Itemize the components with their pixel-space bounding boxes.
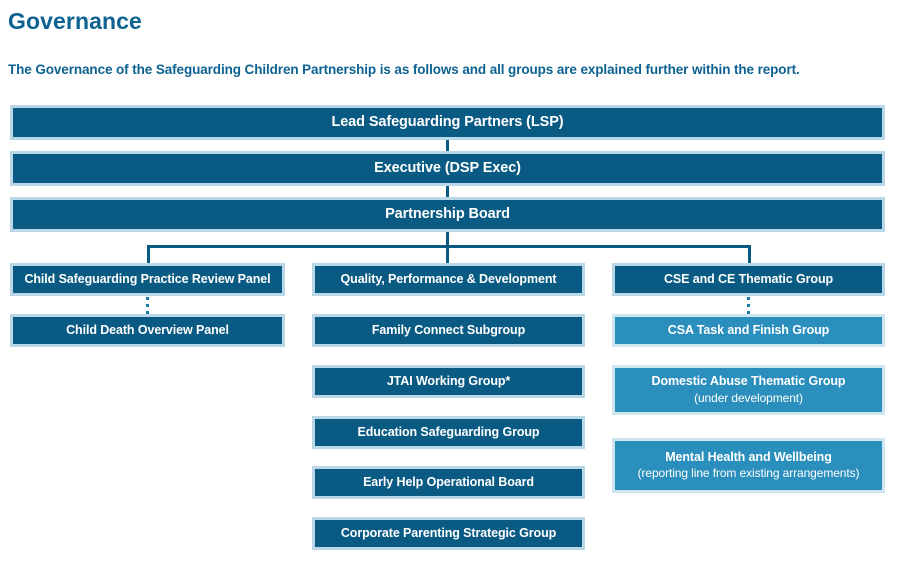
node-label: Child Safeguarding Practice Review Panel [24, 271, 271, 286]
node-domestic-abuse-thematic-group[interactable]: Domestic Abuse Thematic Group (under dev… [612, 365, 885, 415]
connector-branch-left-drop [147, 245, 150, 264]
node-executive-dsp-exec[interactable]: Executive (DSP Exec) [10, 151, 885, 186]
connector-dotted-cspr-to-cdop [146, 297, 149, 314]
node-mental-health-and-wellbeing[interactable]: Mental Health and Wellbeing (reporting l… [612, 438, 885, 493]
node-quality-performance-development[interactable]: Quality, Performance & Development [312, 263, 585, 296]
node-cse-and-ce-thematic-group[interactable]: CSE and CE Thematic Group [612, 263, 885, 296]
connector-branch-horizontal [147, 245, 751, 248]
node-label: Quality, Performance & Development [340, 271, 557, 286]
node-label: CSA Task and Finish Group [667, 322, 830, 337]
node-sublabel: (under development) [694, 390, 803, 405]
connector-exec-to-board [446, 186, 449, 197]
node-label: Lead Safeguarding Partners (LSP) [331, 114, 564, 131]
node-label: Corporate Parenting Strategic Group [340, 525, 557, 540]
node-label: CSE and CE Thematic Group [663, 271, 834, 286]
node-partnership-board[interactable]: Partnership Board [10, 197, 885, 232]
node-label: JTAI Working Group* [386, 373, 511, 388]
node-jtai-working-group[interactable]: JTAI Working Group* [312, 365, 585, 398]
node-label: Partnership Board [385, 206, 510, 223]
connector-dotted-cse-to-csa [747, 297, 750, 314]
node-label: Mental Health and Wellbeing [665, 449, 832, 464]
node-label: Family Connect Subgroup [371, 322, 526, 337]
connector-board-stem [446, 232, 449, 246]
node-education-safeguarding-group[interactable]: Education Safeguarding Group [312, 416, 585, 449]
connector-lsp-to-exec [446, 140, 449, 151]
connector-branch-middle-drop [446, 245, 449, 264]
node-label: Executive (DSP Exec) [374, 160, 521, 177]
node-csa-task-and-finish-group[interactable]: CSA Task and Finish Group [612, 314, 885, 347]
node-child-death-overview-panel[interactable]: Child Death Overview Panel [10, 314, 285, 347]
connector-branch-right-drop [748, 245, 751, 264]
node-child-safeguarding-practice-review-panel[interactable]: Child Safeguarding Practice Review Panel [10, 263, 285, 296]
page-subtitle: The Governance of the Safeguarding Child… [8, 62, 800, 77]
node-sublabel: (reporting line from existing arrangemen… [637, 466, 860, 481]
node-corporate-parenting-strategic-group[interactable]: Corporate Parenting Strategic Group [312, 517, 585, 550]
node-lead-safeguarding-partners[interactable]: Lead Safeguarding Partners (LSP) [10, 105, 885, 140]
node-label: Education Safeguarding Group [357, 424, 540, 439]
node-label: Child Death Overview Panel [66, 322, 229, 337]
page-title: Governance [8, 8, 142, 34]
node-early-help-operational-board[interactable]: Early Help Operational Board [312, 466, 585, 499]
node-family-connect-subgroup[interactable]: Family Connect Subgroup [312, 314, 585, 347]
node-label: Early Help Operational Board [363, 474, 534, 489]
node-label: Domestic Abuse Thematic Group [651, 374, 846, 389]
